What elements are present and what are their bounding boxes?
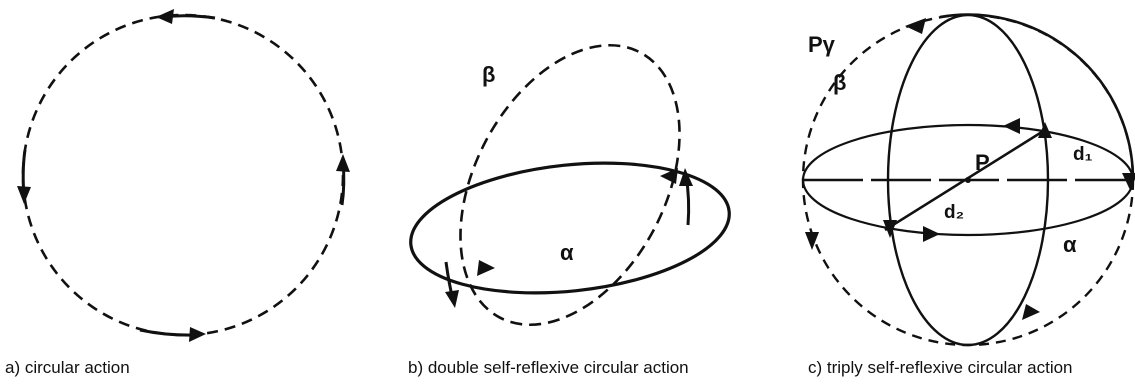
panel-a-caption: a) circular action bbox=[5, 358, 130, 377]
panel-b-alpha-arrow-upper-head bbox=[660, 168, 678, 184]
panel-b-beta-arrow-right-head bbox=[679, 168, 693, 186]
panel-c-diagram: Pγ β d₁ P d₂ α bbox=[801, 13, 1135, 347]
panel-c-arrow-top bbox=[905, 18, 926, 34]
panel-c-caption: c) triply self-reflexive circular action bbox=[808, 358, 1073, 377]
panel-b-alpha-ellipse bbox=[409, 161, 731, 295]
panel-b-beta-arrow-left-head bbox=[445, 290, 459, 308]
panel-a-arrow-right-head bbox=[336, 154, 350, 172]
panel-b-diagram: β α bbox=[409, 43, 731, 327]
panel-c-label-p-gamma: Pγ bbox=[808, 32, 836, 57]
panel-a-arrow-left-head bbox=[17, 186, 31, 204]
panel-c-label-beta: β bbox=[833, 70, 846, 95]
panel-b-caption: b) double self-reflexive circular action bbox=[408, 358, 689, 377]
panel-c-arrow-alpha-upper bbox=[1003, 118, 1020, 134]
panel-c-outer-solid-arc bbox=[939, 13, 1135, 181]
panel-c-arrow-bottom bbox=[1022, 304, 1040, 320]
panel-c-center-point bbox=[965, 177, 971, 183]
panel-a-dashed-circle bbox=[21, 13, 345, 337]
panel-b-label-alpha: α bbox=[560, 240, 574, 265]
panel-c-arrow-outer-right bbox=[1122, 173, 1135, 190]
panel-c-label-d2: d₂ bbox=[944, 202, 964, 223]
panel-b-alpha-arrow-lower-head bbox=[477, 260, 495, 276]
panel-b-beta-ellipse bbox=[459, 43, 681, 327]
panel-c-label-alpha: α bbox=[1063, 232, 1077, 257]
panel-b-label-beta: β bbox=[482, 62, 495, 87]
panel-a-arrow-top-head bbox=[156, 9, 174, 24]
panel-c-arrow-beta-right bbox=[1038, 122, 1052, 138]
panel-c-label-d1: d₁ bbox=[1073, 144, 1093, 165]
panel-c-arrow-outer-left bbox=[805, 232, 819, 250]
panel-c-label-p: P bbox=[975, 150, 990, 175]
panel-a-diagram bbox=[17, 9, 350, 342]
panel-a-arrow-bottom-head bbox=[189, 327, 206, 342]
panel-c-arrow-beta-left bbox=[883, 220, 897, 238]
panel-c-arrow-alpha-lower bbox=[923, 226, 940, 242]
